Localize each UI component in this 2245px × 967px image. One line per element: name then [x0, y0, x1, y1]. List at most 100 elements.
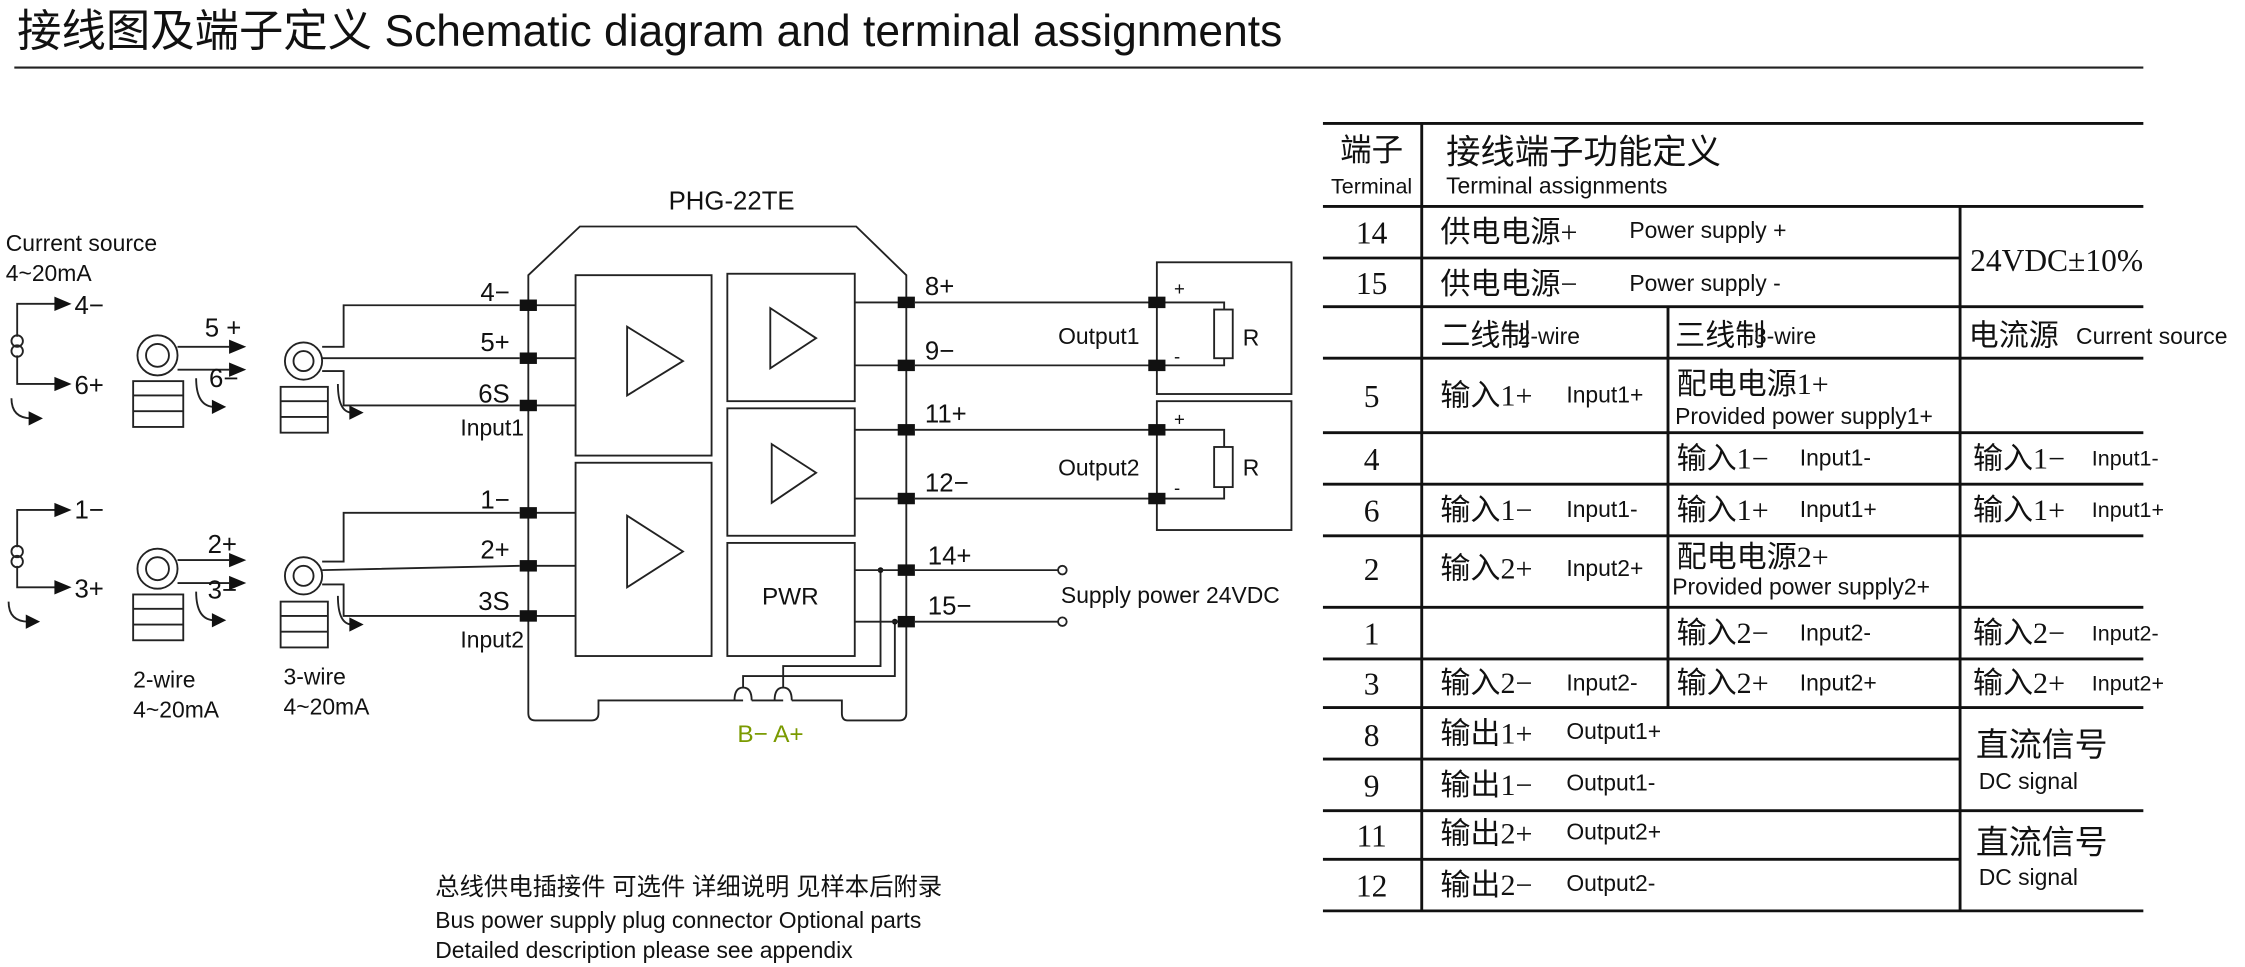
- cell-en: Power supply +: [1629, 217, 1786, 243]
- table-row: 11 输出2+ Output2+: [1356, 817, 1661, 854]
- cell-cn: 输入2−: [1440, 666, 1532, 700]
- terminal-label: 9−: [925, 338, 954, 366]
- bus-label: B− A+: [737, 721, 803, 748]
- three-wire-range: 4~20mA: [283, 694, 370, 720]
- supply-label: Supply power 24VDC: [1061, 582, 1280, 608]
- cell-en: Input1+: [1800, 496, 1877, 522]
- load-minus: -: [1174, 477, 1180, 498]
- output1-amplifier-box: [726, 272, 856, 403]
- dc-signal-cn: 直流信号: [1976, 727, 2108, 764]
- terminal-label: 2+: [480, 537, 509, 565]
- cell-en: Input2-: [2092, 621, 2159, 645]
- module-outline: [527, 225, 908, 722]
- cell-cn: 输入1+: [1677, 493, 1769, 527]
- table-row: 9 输出1− Output1-: [1364, 768, 1656, 803]
- two-wire-range: 4~20mA: [133, 697, 220, 723]
- cell-en: Input2-: [1566, 669, 1637, 695]
- three-wire-type: 3-wire: [283, 664, 345, 690]
- cell-cn: 配电电源2+: [1677, 540, 1829, 574]
- cell-en: Provided power supply2+: [1672, 573, 1930, 599]
- page-title: 接线图及端子定义 Schematic diagram and terminal …: [17, 7, 1282, 56]
- amplifier-triangle-icon: [770, 442, 818, 505]
- input1-sources: Current source 4~20mA 4− 6+ 5 + 6−: [6, 230, 520, 434]
- terminal-label: 4−: [480, 279, 509, 307]
- input1-amplifier-box: [574, 274, 713, 457]
- supply-terminal-icon: [1057, 564, 1068, 576]
- model-label: PHG-22TE: [669, 187, 795, 215]
- input2-sources: 1− 3+ 2+ 3− 2-wire 4~20mA 3-wire 4~20mA: [7, 497, 520, 723]
- terminal-number: 6: [1364, 493, 1380, 528]
- cell-cn: 输入1−: [1440, 493, 1532, 527]
- power-spec: 24VDC±10%: [1970, 243, 2143, 278]
- two-wire-transmitter-icon: [132, 334, 247, 428]
- table-row: 3 输入2− Input2- 输入2+ Input2+ 输入2+ Input2+: [1364, 666, 2164, 701]
- output2-amplifier-box: [726, 407, 856, 537]
- current-source-icon: [10, 544, 24, 559]
- subheader-cn: 二线制: [1440, 318, 1530, 352]
- cell-en: Output1+: [1566, 718, 1661, 744]
- current-range-label: 4~20mA: [6, 260, 93, 286]
- two-wire-label: 3−: [208, 577, 237, 605]
- bus-connector-icon: [733, 686, 793, 701]
- header-terminal-cn: 端子: [1340, 133, 1403, 168]
- terminal-label: 14+: [928, 542, 972, 570]
- resistor-icon: [1213, 446, 1234, 489]
- two-wire-transmitter-icon: [132, 547, 247, 642]
- input2-amplifier-box: [574, 461, 713, 657]
- load-plus: +: [1174, 278, 1185, 299]
- cell-cn: 输入2+: [1677, 666, 1769, 700]
- cell-en: Input1-: [1566, 496, 1637, 522]
- note-cn: 总线供电插接件 可选件 详细说明 见样本后附录: [435, 874, 942, 901]
- three-wire-transmitter-icon: [279, 511, 520, 649]
- terminal-number: 4: [1364, 442, 1380, 477]
- cell-cn: 输出2−: [1440, 868, 1532, 902]
- cell-cn: 输入1−: [1677, 441, 1769, 475]
- cell-en: Input2+: [1566, 555, 1643, 581]
- terminal-number: 2: [1364, 552, 1380, 587]
- current-source-icon: [10, 334, 24, 348]
- input1-label: Input1: [460, 415, 524, 441]
- output2-load: + - R Output2: [914, 400, 1293, 531]
- table-row: 2 输入2+ Input2+ 配电电源2+ Provided power sup…: [1364, 540, 1930, 599]
- cell-en: Output2+: [1566, 818, 1661, 844]
- cell-cn: 输入2−: [1677, 616, 1769, 650]
- subheader-cn: 三线制: [1675, 318, 1765, 352]
- terminal-label: 6S: [478, 381, 510, 409]
- cell-cn: 供电电源+: [1440, 215, 1577, 249]
- pwr-box: [726, 541, 856, 657]
- table-row: 4 输入1− Input1- 输入1− Input1-: [1364, 441, 2159, 476]
- load-plus: +: [1174, 409, 1185, 430]
- input2-label: Input2: [460, 626, 524, 652]
- cell-en: Input1-: [2092, 447, 2159, 471]
- two-wire-type: 2-wire: [133, 667, 195, 693]
- cell-en: Power supply -: [1629, 270, 1780, 296]
- cell-cn: 输入1−: [1973, 441, 2065, 475]
- source-terminal-label: 6+: [74, 372, 103, 400]
- resistor-label: R: [1243, 324, 1260, 350]
- header-assign-en: Terminal assignments: [1446, 173, 1667, 199]
- terminal-label: 11+: [925, 401, 967, 429]
- amplifier-triangle-icon: [626, 325, 685, 398]
- terminal-number: 12: [1356, 869, 1387, 904]
- cell-en: Output1-: [1566, 770, 1655, 796]
- output2-label: Output2: [1058, 455, 1139, 481]
- cell-cn: 输入1+: [1440, 378, 1532, 412]
- terminal-label: 5+: [480, 329, 509, 357]
- table-row: 1 输入2− Input2- 输入2− Input2-: [1364, 616, 2159, 651]
- source-terminal-label: 3+: [74, 575, 103, 603]
- load-minus: -: [1174, 346, 1180, 367]
- output-terminals: 8+ 9− 11+ 12− 14+ 15−: [897, 273, 972, 628]
- cell-en: Input2-: [1800, 619, 1871, 645]
- terminal-number: 15: [1356, 266, 1387, 301]
- current-source-label: Current source: [6, 230, 157, 256]
- wiring-diagram: PHG-22TE B− A+ PWR 4− 5+: [6, 187, 1293, 963]
- cell-en: Input1+: [1566, 382, 1643, 408]
- table-row: 15 供电电源− Power supply -: [1356, 266, 1781, 301]
- table-row: 5 输入1+ Input1+ 配电电源1+ Provided power sup…: [1364, 367, 1933, 429]
- subheader-cn: 电流源: [1969, 318, 2059, 352]
- pwr-label: PWR: [762, 583, 819, 610]
- subheader-en: 2-wire: [1518, 323, 1580, 349]
- dc-signal-en: DC signal: [1979, 768, 2078, 794]
- note-en-2: Detailed description please see appendix: [435, 937, 853, 963]
